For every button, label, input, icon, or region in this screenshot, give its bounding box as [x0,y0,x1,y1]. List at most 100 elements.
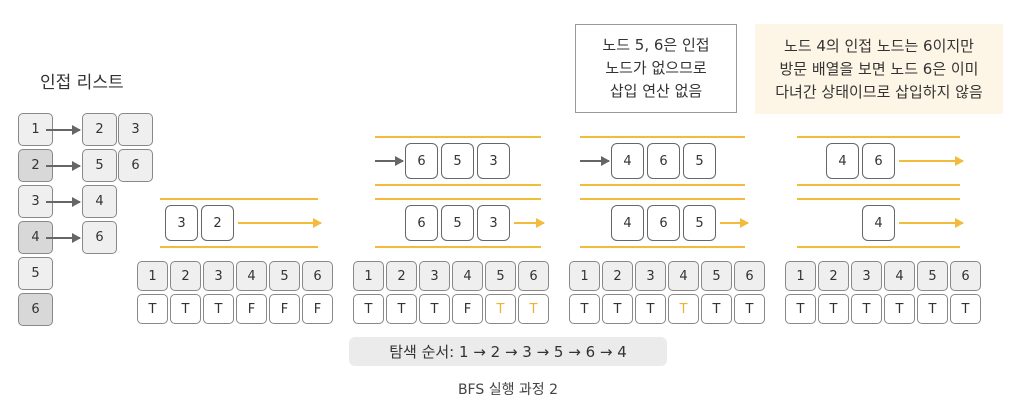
callout-line: 방문 배열을 보면 노드 6은 이미 [779,59,979,78]
queue-border [160,198,318,200]
visited-flag: T [917,294,948,324]
queue-border [580,136,745,138]
visited-index: 1 [569,261,600,291]
visited-flag: T [419,294,450,324]
queue-border [797,136,960,138]
visited-flag: T [884,294,915,324]
queue-item: 4 [611,205,644,241]
visited-flag: T [734,294,765,324]
visited-flag: T [635,294,666,324]
adjacency-title: 인접 리스트 [40,73,124,93]
visited-index: 4 [884,261,915,291]
visited-flag: T [602,294,633,324]
queue-border [797,246,960,248]
queue-border [160,246,318,248]
search-order-pill: 탐색 순서: 1 → 2 → 3 → 5 → 6 → 4 [349,337,667,366]
queue-item: 6 [405,205,438,241]
queue-border [580,184,745,186]
visited-index: 1 [137,261,168,291]
enqueue-arrow [375,156,404,166]
dequeue-arrow [899,218,964,228]
visited-flag: T [950,294,981,324]
adjacency-neighbor: 5 [82,149,117,182]
visited-index: 3 [419,261,450,291]
visited-flag: T [701,294,732,324]
visited-index: 6 [302,261,333,291]
visited-flag: T [137,294,168,324]
visited-index: 2 [170,261,201,291]
visited-index: 6 [734,261,765,291]
pointer-arrow [46,233,81,243]
queue-item: 3 [477,143,510,179]
callout-already-visited: 노드 4의 인접 노드는 6이지만 방문 배열을 보면 노드 6은 이미 다녀간… [755,24,1003,114]
visited-flag: T [569,294,600,324]
visited-index: 5 [485,261,516,291]
queue-item: 5 [683,205,716,241]
visited-flag: F [452,294,483,324]
visited-flag: T [851,294,882,324]
adjacency-node: 6 [18,293,53,326]
dequeue-arrow [514,218,545,228]
visited-index: 4 [452,261,483,291]
queue-item: 4 [826,143,859,179]
caption: BFS 실행 과정 2 [457,382,559,398]
visited-index: 3 [851,261,882,291]
queue-border [797,184,960,186]
queue-item: 5 [441,205,474,241]
queue-item: 6 [862,143,895,179]
visited-index: 1 [785,261,816,291]
visited-index: 5 [701,261,732,291]
visited-flag: T [518,294,549,324]
visited-flag: T [170,294,201,324]
visited-index: 5 [917,261,948,291]
visited-flag: F [236,294,267,324]
queue-border [375,136,541,138]
queue-item: 6 [647,205,680,241]
queue-item: 4 [611,143,644,179]
dequeue-arrow [899,156,964,166]
visited-index: 6 [518,261,549,291]
queue-border [375,184,541,186]
visited-index: 5 [269,261,300,291]
adjacency-neighbor: 4 [82,185,117,218]
visited-flag: T [785,294,816,324]
visited-flag: T [818,294,849,324]
visited-index: 3 [203,261,234,291]
visited-flag: T [386,294,417,324]
adjacency-neighbor: 3 [118,113,153,146]
callout-line: 노드가 없으므로 [605,59,707,77]
visited-flag: F [302,294,333,324]
queue-border [580,246,745,248]
visited-index: 2 [386,261,417,291]
queue-border [580,198,745,200]
queue-item: 6 [405,143,438,179]
queue-border [797,198,960,200]
callout-line: 삽입 연산 없음 [609,82,703,100]
queue-item: 4 [862,205,895,241]
visited-index: 4 [236,261,267,291]
queue-border [375,246,541,248]
visited-index: 4 [668,261,699,291]
queue-border [375,198,541,200]
visited-flag: T [485,294,516,324]
dequeue-arrow [720,218,749,228]
callout-line: 노드 4의 인접 노드는 6이지만 [784,36,974,55]
adjacency-neighbor: 2 [82,113,117,146]
queue-item: 3 [477,205,510,241]
enqueue-arrow [580,156,610,166]
queue-item: 5 [683,143,716,179]
callout-no-adjacent: 노드 5, 6은 인접 노드가 없으므로 삽입 연산 없음 [575,24,737,113]
adjacency-neighbor: 6 [82,221,117,254]
visited-index: 6 [950,261,981,291]
adjacency-node: 5 [18,257,53,290]
adjacency-node: 3 [18,185,53,218]
callout-line: 노드 5, 6은 인접 [602,36,710,54]
visited-index: 2 [818,261,849,291]
pointer-arrow [46,125,81,135]
visited-flag: T [668,294,699,324]
queue-item: 5 [441,143,474,179]
visited-index: 2 [602,261,633,291]
queue-item: 3 [165,205,198,241]
pointer-arrow [46,161,81,171]
